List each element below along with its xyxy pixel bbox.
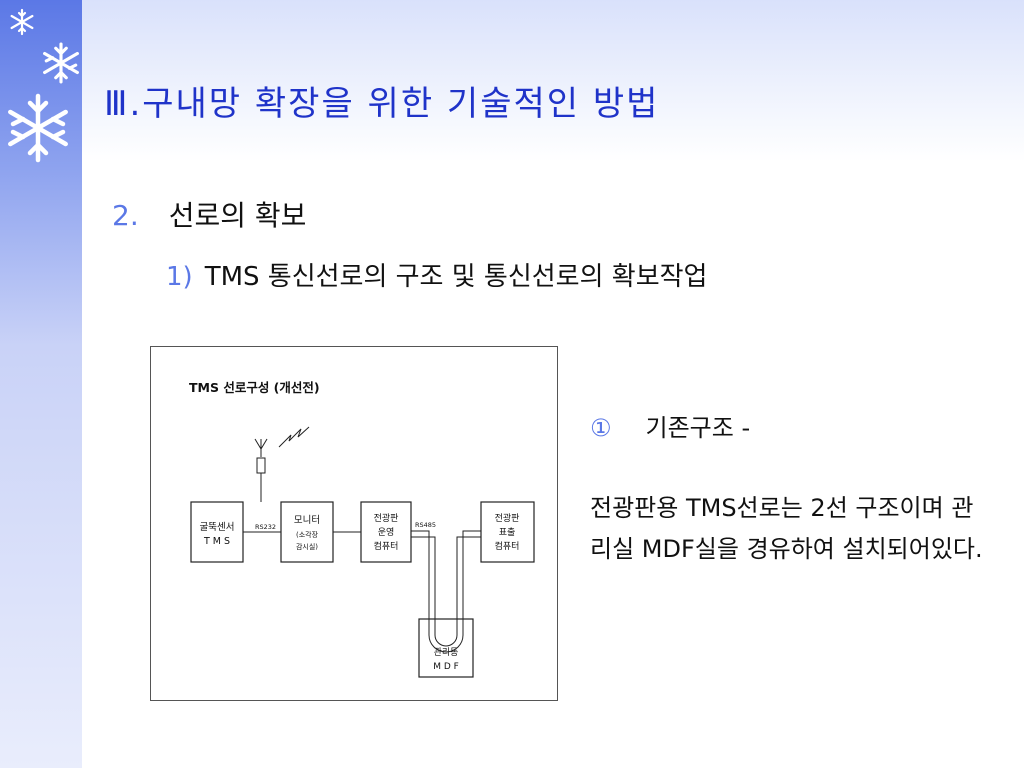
note-marker: ① — [590, 414, 612, 442]
monitor-label-3: 감시실) — [296, 542, 318, 551]
display-computer-label-1: 전광판 — [495, 512, 520, 524]
wireless-signal-icon — [278, 426, 310, 448]
tms-box — [190, 501, 244, 563]
rs232-label: RS232 — [255, 523, 276, 531]
tms-label-2: T M S — [203, 536, 230, 547]
mdf-box — [418, 618, 474, 678]
tms-label-1: 굴뚝센서 — [200, 522, 235, 533]
section-heading: 2. 선로의 확보 — [112, 194, 306, 234]
header-band — [82, 0, 1024, 162]
subsection-number: 1) — [166, 262, 193, 292]
display-computer-label-2: 표출 — [499, 527, 516, 538]
rs485-label: RS485 — [415, 521, 436, 529]
display-computer-label-3: 컴퓨터 — [495, 540, 520, 552]
display-computer-box — [480, 501, 535, 563]
page-title: Ⅲ.구내망 확장을 위한 기술적인 방법 — [104, 84, 660, 124]
antenna-icon — [254, 438, 268, 502]
op-computer-label-2: 운영 — [378, 527, 395, 538]
tms-line-diagram: TMS 선로구성 (개선전) 굴뚝센서 T M S RS232 모니터 (소각장… — [150, 346, 558, 701]
note-body: 전광판용 TMS선로는 2선 구조이며 관리실 MDF실을 경유하여 설치되어있… — [590, 494, 983, 563]
snowflake-icon — [10, 8, 34, 36]
op-computer-box — [360, 501, 412, 563]
snowflake-icon — [8, 93, 68, 163]
section-number: 2. — [112, 199, 139, 232]
op-computer-label-1: 전광판 — [374, 512, 399, 524]
note-heading-text: 기존구조 - — [645, 414, 751, 442]
op-computer-label-3: 컴퓨터 — [374, 540, 399, 552]
snowflake-icon — [43, 42, 79, 84]
mdf-label-2: M D F — [433, 662, 459, 672]
note-heading: ① 기존구조 - — [590, 408, 750, 443]
monitor-label-2: (소각장 — [296, 530, 319, 539]
subsection-text: TMS 통신선로의 구조 및 통신선로의 확보작업 — [204, 262, 708, 292]
diagram-title: TMS 선로구성 (개선전) — [189, 380, 320, 395]
two-wire-route — [411, 530, 481, 653]
monitor-label-1: 모니터 — [294, 515, 320, 526]
subsection-heading: 1) TMS 통신선로의 구조 및 통신선로의 확보작업 — [166, 256, 707, 293]
section-text: 선로의 확보 — [168, 199, 307, 232]
sidebar-band — [0, 0, 82, 768]
